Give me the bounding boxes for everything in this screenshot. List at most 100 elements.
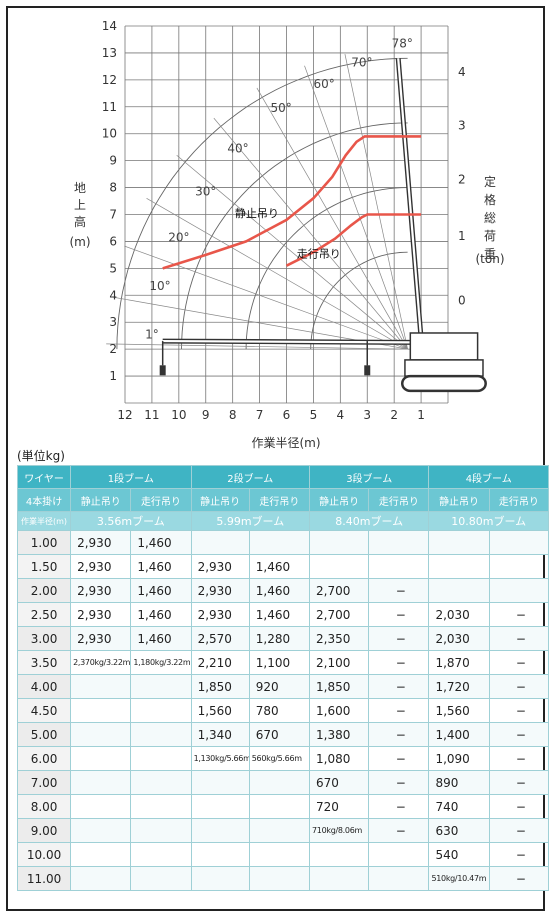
load-cell [70, 866, 132, 891]
y-tick-label: 11 [102, 100, 117, 114]
radius-cell: 2.50 [16, 602, 72, 627]
angle-ray [213, 117, 408, 350]
load-cell: − [368, 698, 430, 723]
load-cell [248, 794, 311, 819]
load-cell: − [488, 770, 550, 795]
angle-label: 78° [392, 37, 413, 51]
radius-cell: 1.00 [16, 530, 72, 555]
load-cell: 2,930 [190, 578, 250, 603]
load-cell: − [368, 770, 430, 795]
load-cell: − [368, 794, 430, 819]
load-cell: 1,180kg/3.22m [130, 650, 192, 675]
load-cell [130, 722, 192, 747]
y-tick-label: 3 [109, 315, 117, 329]
load-cell: 2,030 [428, 626, 490, 651]
load-cell: − [368, 746, 430, 771]
page-frame [6, 6, 545, 911]
load-cell: 1,090 [428, 746, 490, 771]
x-tick-label: 10 [171, 408, 186, 422]
right-tick-label: 4 [458, 65, 466, 79]
load-cell: 1,130kg/5.66m [190, 746, 250, 771]
radius-cell: 5.00 [16, 722, 72, 747]
load-cell [488, 530, 550, 555]
radius-cell: 8.00 [16, 794, 72, 819]
load-cell: 1,080 [308, 746, 370, 771]
reach-arcs [116, 57, 408, 350]
table-subheader-row: 4本掛け静止吊り走行吊り静止吊り走行吊り静止吊り走行吊り静止吊り走行吊り [16, 488, 550, 512]
radius-cell: 10.00 [16, 842, 72, 867]
load-cell: 1,460 [130, 626, 192, 651]
y-tick-label: 13 [102, 46, 117, 60]
radius-cell: 1.50 [16, 554, 72, 579]
load-cell: 2,350 [308, 626, 370, 651]
load-cell: − [488, 626, 550, 651]
load-cell [130, 818, 192, 843]
load-cell: 1,400 [428, 722, 490, 747]
x-tick-label: 4 [337, 408, 345, 422]
load-cell: − [368, 722, 430, 747]
boom-length-header: 5.99mブーム [190, 511, 311, 531]
load-cell: 2,700 [308, 602, 370, 627]
mode-header: 走行吊り [248, 488, 311, 512]
load-cell [248, 842, 311, 867]
load-cell: 2,030 [428, 602, 490, 627]
load-cell [130, 842, 192, 867]
load-curve [162, 135, 422, 270]
load-cell: − [368, 578, 430, 603]
y-tick-label: 8 [109, 181, 117, 195]
load-cell [70, 770, 132, 795]
load-cell [130, 674, 192, 699]
load-cell [70, 746, 132, 771]
load-cell [368, 530, 430, 555]
x-tick-label: 5 [310, 408, 318, 422]
load-cell [308, 530, 370, 555]
radius-cell: 3.50 [16, 650, 72, 675]
y-tick-label: 4 [109, 288, 117, 302]
load-cell [248, 818, 311, 843]
boom-length-header: 8.40mブーム [308, 511, 430, 531]
curve-label-travel: 走行吊り [297, 248, 341, 261]
load-cell: 2,370kg/3.22m [70, 650, 132, 675]
crane-illustration [159, 58, 487, 393]
load-cell: − [488, 746, 550, 771]
load-cell [488, 554, 550, 579]
right-tick-label: 2 [458, 172, 466, 186]
angle-ray [304, 65, 408, 350]
load-cell [190, 770, 250, 795]
right-axis-title-char: 総 [484, 211, 496, 225]
load-cell [190, 530, 250, 555]
boom-angle-rays [106, 54, 408, 350]
load-cell: 2,100 [308, 650, 370, 675]
radius-cell: 2.00 [16, 578, 72, 603]
load-cell: 670 [248, 722, 311, 747]
load-cell [70, 842, 132, 867]
load-cell: − [368, 818, 430, 843]
right-tick-label: 1 [458, 229, 466, 243]
radius-cell: 7.00 [16, 770, 72, 795]
load-cell [70, 818, 132, 843]
load-cell [70, 722, 132, 747]
load-cell: 1,460 [248, 602, 311, 627]
load-cell: 920 [248, 674, 311, 699]
load-cell: − [488, 650, 550, 675]
curve-label-static: 静止吊り [235, 206, 279, 220]
load-cell [190, 866, 250, 891]
load-cell [70, 794, 132, 819]
load-cell [428, 530, 490, 555]
boom-header: 1段ブーム [70, 465, 192, 489]
load-cell: 1,460 [130, 602, 192, 627]
x-tick-label: 11 [144, 408, 159, 422]
load-cell: 890 [428, 770, 490, 795]
y-tick-label: 5 [109, 261, 117, 275]
angle-ray [106, 343, 408, 350]
load-cell: 670 [308, 770, 370, 795]
load-cell: 1,460 [130, 578, 192, 603]
boom-header: 2段ブーム [190, 465, 311, 489]
angle-label: 40° [227, 142, 248, 156]
boom-raised-inner [397, 58, 423, 339]
